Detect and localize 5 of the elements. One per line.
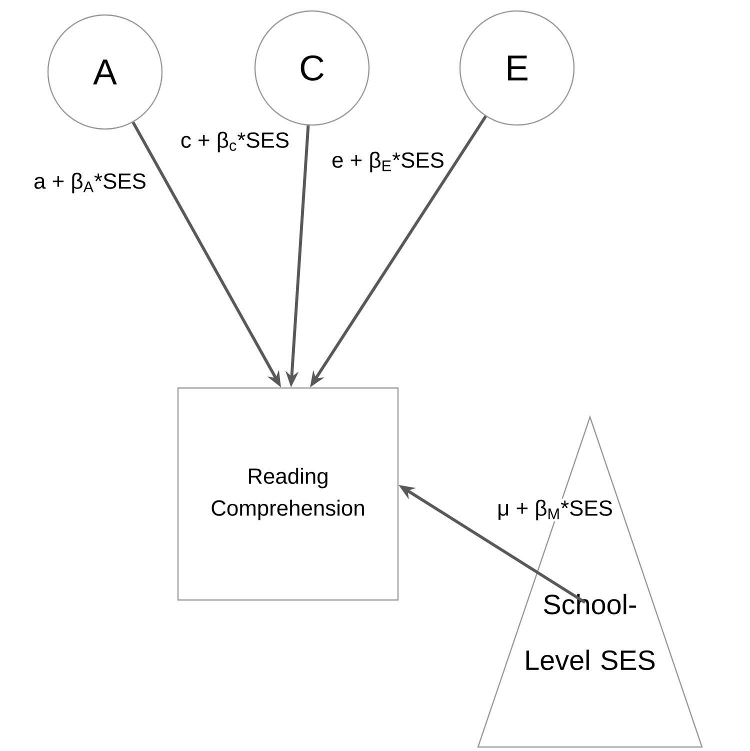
- edge-label: μ + β$_{M}$*SES: [496, 498, 614, 522]
- observed-box: Reading Comprehension: [177, 387, 399, 601]
- edge-label: e + β$_{E}$*SES: [330, 150, 446, 174]
- edge-label: a + β$_{A}$*SES: [32, 172, 148, 194]
- edge-label: c + β$_{c}$*SES: [179, 130, 291, 154]
